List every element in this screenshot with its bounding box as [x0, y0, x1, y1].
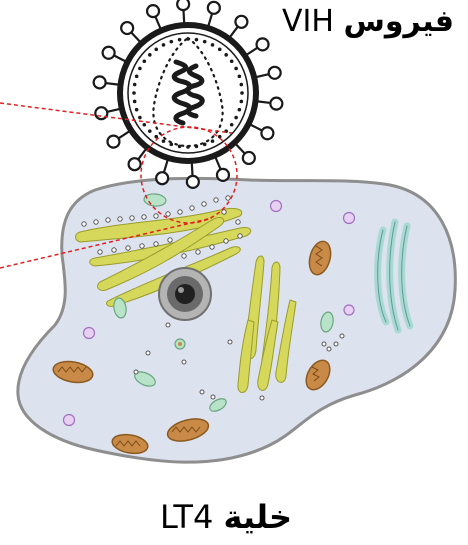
virus-matrix-dot — [143, 59, 147, 63]
virus-matrix-dot — [240, 100, 244, 104]
virus-matrix-dot — [132, 91, 136, 95]
virus-matrix-dot — [238, 75, 242, 79]
virus-label: VIH فيروس — [282, 4, 454, 39]
virus-spike-head — [208, 2, 220, 14]
virus-spike-head — [156, 172, 168, 184]
virus-spike-stem — [131, 32, 141, 42]
virus-matrix-dot — [143, 123, 147, 127]
virus-matrix-dot — [230, 123, 234, 127]
virus-spike-stem — [113, 55, 125, 61]
virus-matrix-dot — [224, 53, 228, 57]
virus-spike-head — [103, 47, 115, 59]
virus-matrix-dot — [135, 108, 139, 112]
virus-word: فيروس — [343, 4, 454, 39]
virus-spike-head — [257, 38, 269, 50]
virus-matrix-dot — [186, 37, 190, 41]
cell-lt4 — [18, 178, 455, 462]
cell-word: خلية — [224, 498, 293, 536]
virus-spike-head — [217, 169, 229, 181]
virus-spike-head — [94, 76, 106, 88]
virus-matrix-dot — [138, 67, 142, 71]
virus-matrix-dot — [178, 145, 182, 149]
virus-matrix-dot — [133, 100, 137, 104]
virus-matrix-dot — [133, 83, 137, 87]
virus-matrix-dot — [162, 139, 166, 143]
cell-name: LT4 — [160, 498, 213, 536]
virus-spike-stem — [105, 83, 119, 85]
virus-matrix-dot — [195, 145, 199, 149]
virus-spike-stem — [208, 13, 212, 26]
virus-matrix-dot — [234, 67, 238, 71]
virus-spike-head — [261, 127, 273, 139]
virus-matrix-dot — [195, 38, 199, 42]
virus-matrix-dot — [170, 143, 174, 147]
virus-matrix-dot — [135, 75, 139, 79]
virus-matrix-dot — [154, 48, 158, 52]
cell-label: LT4 خلية — [160, 498, 292, 536]
virus-matrix-dot — [240, 91, 244, 95]
virus-matrix-dot — [148, 53, 152, 57]
hiv-virus — [94, 0, 283, 188]
virus-matrix-dot — [203, 143, 207, 147]
virus-spike-stem — [192, 163, 193, 177]
virus-spike-head — [107, 136, 119, 148]
virus-spike-head — [270, 98, 282, 110]
virus-matrix-dot — [170, 40, 174, 44]
virus-matrix-dot — [148, 129, 152, 133]
virus-spike-stem — [155, 16, 160, 29]
virus-matrix-dot — [138, 116, 142, 120]
virus-matrix-dot — [178, 38, 182, 42]
virus-matrix-dot — [234, 116, 238, 120]
nucleus — [159, 268, 211, 320]
centrosome — [175, 339, 185, 349]
virus-spike-head — [121, 22, 133, 34]
virus-matrix-dot — [211, 139, 215, 143]
virus-spike-head — [147, 5, 159, 17]
virus-matrix-dot — [230, 59, 234, 63]
virus-matrix-dot — [186, 145, 190, 149]
virus-matrix-dot — [238, 108, 242, 112]
virus-spike-stem — [256, 74, 270, 77]
virus-spike-head — [235, 16, 247, 28]
virus-matrix-dot — [218, 48, 222, 52]
virus-matrix-dot — [240, 83, 244, 87]
virus-spike-head — [95, 107, 107, 119]
virus-spike-head — [269, 67, 281, 79]
virus-spike-stem — [215, 157, 220, 170]
virus-spike-head — [243, 152, 255, 164]
virus-spike-head — [129, 158, 141, 170]
virus-matrix-dot — [211, 43, 215, 47]
virus-matrix-dot — [203, 40, 207, 44]
virus-spike-head — [187, 176, 199, 188]
virus-matrix-dot — [162, 43, 166, 47]
virus-spike-head — [177, 0, 189, 10]
virus-name: VIH — [282, 4, 334, 39]
